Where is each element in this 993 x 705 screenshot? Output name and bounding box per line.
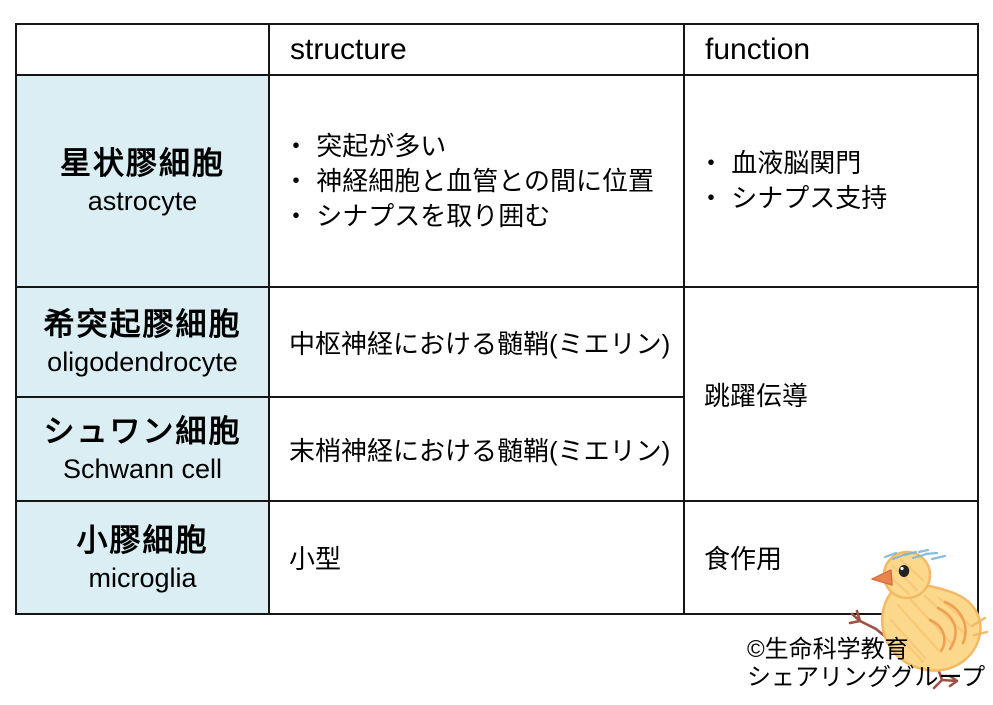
microglia-name-cell: 小膠細胞 microglia: [15, 500, 270, 615]
glia-cells-table: structure function 星状膠細胞 astrocyte ・ 突起が…: [15, 23, 979, 615]
table-row-schwann: シュワン細胞 Schwann cell 末梢神経における髄鞘(ミエリン): [15, 396, 978, 502]
schwann-name-ja: シュワン細胞: [43, 414, 242, 449]
astrocyte-name-ja: 星状膠細胞: [60, 146, 225, 181]
astrocyte-structure-line: ・ 突起が多い: [283, 130, 447, 161]
astrocyte-function-cell: ・ 血液脳関門 ・ シナプス支持: [683, 74, 979, 288]
astrocyte-structure-line: ・ シナプスを取り囲む: [283, 200, 551, 231]
astrocyte-function-line: ・ シナプス支持: [698, 183, 888, 213]
schwann-name-en: Schwann cell: [62, 454, 223, 484]
header-function: function: [683, 23, 979, 76]
oligodendrocyte-name-en: oligodendrocyte: [47, 347, 238, 377]
saltatory-conduction-merged-cell: 跳躍伝導: [683, 286, 979, 502]
header-structure: structure: [268, 23, 685, 76]
schwann-name-cell: シュワン細胞 Schwann cell: [15, 396, 270, 502]
credit-line-1: ©生命科学教育: [747, 636, 909, 663]
microglia-function-cell: 食作用: [683, 500, 979, 615]
table-row-microglia: 小膠細胞 microglia 小型 食作用: [15, 500, 979, 615]
oligodendrocyte-name-ja: 希突起膠細胞: [43, 307, 242, 342]
oligodendrocyte-structure-cell: 中枢神経における髄鞘(ミエリン): [268, 286, 685, 398]
table-header-row: structure function: [15, 23, 979, 76]
astrocyte-structure-line: ・ 神経細胞と血管との間に位置: [283, 165, 654, 196]
astrocyte-name-en: astrocyte: [87, 186, 198, 216]
credit-line-2: シェアリンググループ: [747, 664, 986, 691]
microglia-name-en: microglia: [88, 562, 197, 593]
astrocyte-structure-cell: ・ 突起が多い ・ 神経細胞と血管との間に位置 ・ シナプスを取り囲む: [268, 74, 685, 288]
astrocyte-name-cell: 星状膠細胞 astrocyte: [15, 74, 270, 288]
table-row-oligodendrocyte: 希突起膠細胞 oligodendrocyte 中枢神経における髄鞘(ミエリン) …: [15, 286, 979, 502]
oligodendrocyte-name-cell: 希突起膠細胞 oligodendrocyte: [15, 286, 270, 398]
microglia-structure-cell: 小型: [268, 500, 685, 615]
microglia-name-ja: 小膠細胞: [76, 522, 209, 558]
table-row-astrocyte: 星状膠細胞 astrocyte ・ 突起が多い ・ 神経細胞と血管との間に位置 …: [15, 74, 979, 288]
header-blank-cell: [15, 23, 270, 76]
copyright-credit: ©生命科学教育 シェアリンググループ: [747, 636, 985, 692]
astrocyte-function-line: ・ 血液脳関門: [698, 148, 862, 178]
schwann-structure-cell: 末梢神経における髄鞘(ミエリン): [268, 396, 685, 502]
